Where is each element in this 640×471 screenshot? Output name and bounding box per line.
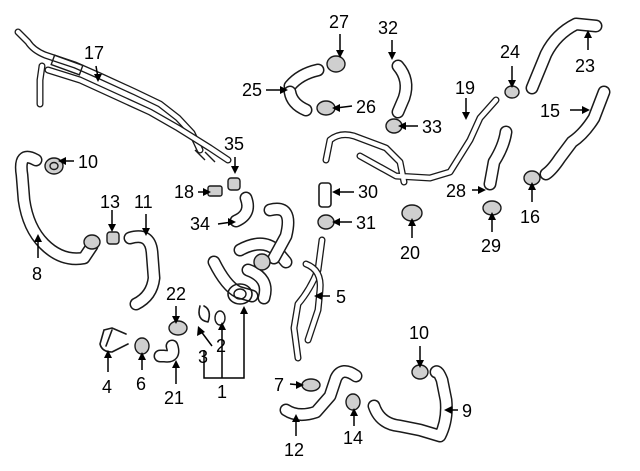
callout-30: 30 — [358, 182, 378, 202]
part-34-hose — [229, 191, 255, 228]
callout-12: 12 — [284, 440, 304, 460]
part-25-hose — [283, 63, 325, 117]
part-17-pipe-assembly — [14, 28, 232, 164]
part-15-hose — [539, 85, 611, 181]
part-35-clamp — [227, 177, 241, 191]
part-21-hose — [153, 339, 180, 363]
part-4-bracket — [99, 327, 129, 353]
part-30-hose — [318, 182, 332, 208]
callout-26: 26 — [356, 97, 376, 117]
part-2-o-ring — [214, 310, 226, 326]
callout-25: 25 — [242, 80, 262, 100]
part-6-clamp — [134, 337, 150, 355]
part-5-pipe — [290, 236, 326, 362]
callout-7: 7 — [274, 375, 284, 395]
part-1-manifold-assembly — [207, 202, 295, 305]
callout-10-lower: 10 — [409, 323, 429, 343]
callout-3: 3 — [198, 347, 208, 367]
callout-31: 31 — [356, 213, 376, 233]
part-23-hose — [525, 17, 603, 95]
callout-27: 27 — [329, 12, 349, 32]
callout-6: 6 — [136, 374, 146, 394]
part-14-clamp — [345, 393, 361, 411]
callout-8: 8 — [32, 264, 42, 284]
part-28-hose — [483, 125, 513, 191]
callout-labels: 1 2 3 4 5 6 7 8 9 10 10 11 12 13 14 15 1… — [32, 12, 595, 460]
callout-5: 5 — [336, 287, 346, 307]
part-27-clamp — [326, 55, 346, 73]
part-10-clamp-upper — [44, 157, 64, 175]
callout-13: 13 — [100, 192, 120, 212]
callout-34: 34 — [190, 214, 210, 234]
part-13-clamp — [106, 231, 120, 245]
callout-4: 4 — [102, 377, 112, 397]
part-8-hose — [14, 150, 101, 266]
callout-28: 28 — [446, 181, 466, 201]
part-19-pipe-assembly — [322, 96, 500, 186]
callout-35: 35 — [224, 134, 244, 154]
part-7-clamp — [301, 378, 321, 392]
part-9-hose — [367, 365, 453, 443]
part-12-hose — [279, 365, 363, 422]
part-22-clamp — [168, 320, 188, 336]
callout-33: 33 — [422, 117, 442, 137]
callout-18: 18 — [174, 182, 194, 202]
callout-14: 14 — [343, 428, 363, 448]
callout-9: 9 — [462, 401, 472, 421]
part-11-hose — [123, 230, 161, 311]
callout-11: 11 — [134, 192, 153, 212]
callout-32: 32 — [378, 18, 398, 38]
part-18-connector — [207, 185, 223, 197]
part-3-seal — [198, 305, 211, 323]
part-32-hose — [391, 59, 413, 119]
callout-1: 1 — [217, 382, 227, 402]
callout-22: 22 — [166, 284, 186, 304]
callout-29: 29 — [481, 236, 501, 256]
callout-20: 20 — [400, 243, 420, 263]
callout-24: 24 — [500, 42, 520, 62]
callout-16: 16 — [520, 207, 540, 227]
callout-19: 19 — [455, 78, 475, 98]
callout-21: 21 — [164, 388, 184, 408]
callout-17: 17 — [84, 43, 104, 63]
callout-23: 23 — [575, 56, 595, 76]
callout-15: 15 — [540, 101, 560, 121]
arrow-heads — [34, 30, 592, 422]
part-31-clamp — [317, 214, 335, 230]
callout-2: 2 — [216, 336, 226, 356]
callout-10-upper: 10 — [78, 152, 98, 172]
